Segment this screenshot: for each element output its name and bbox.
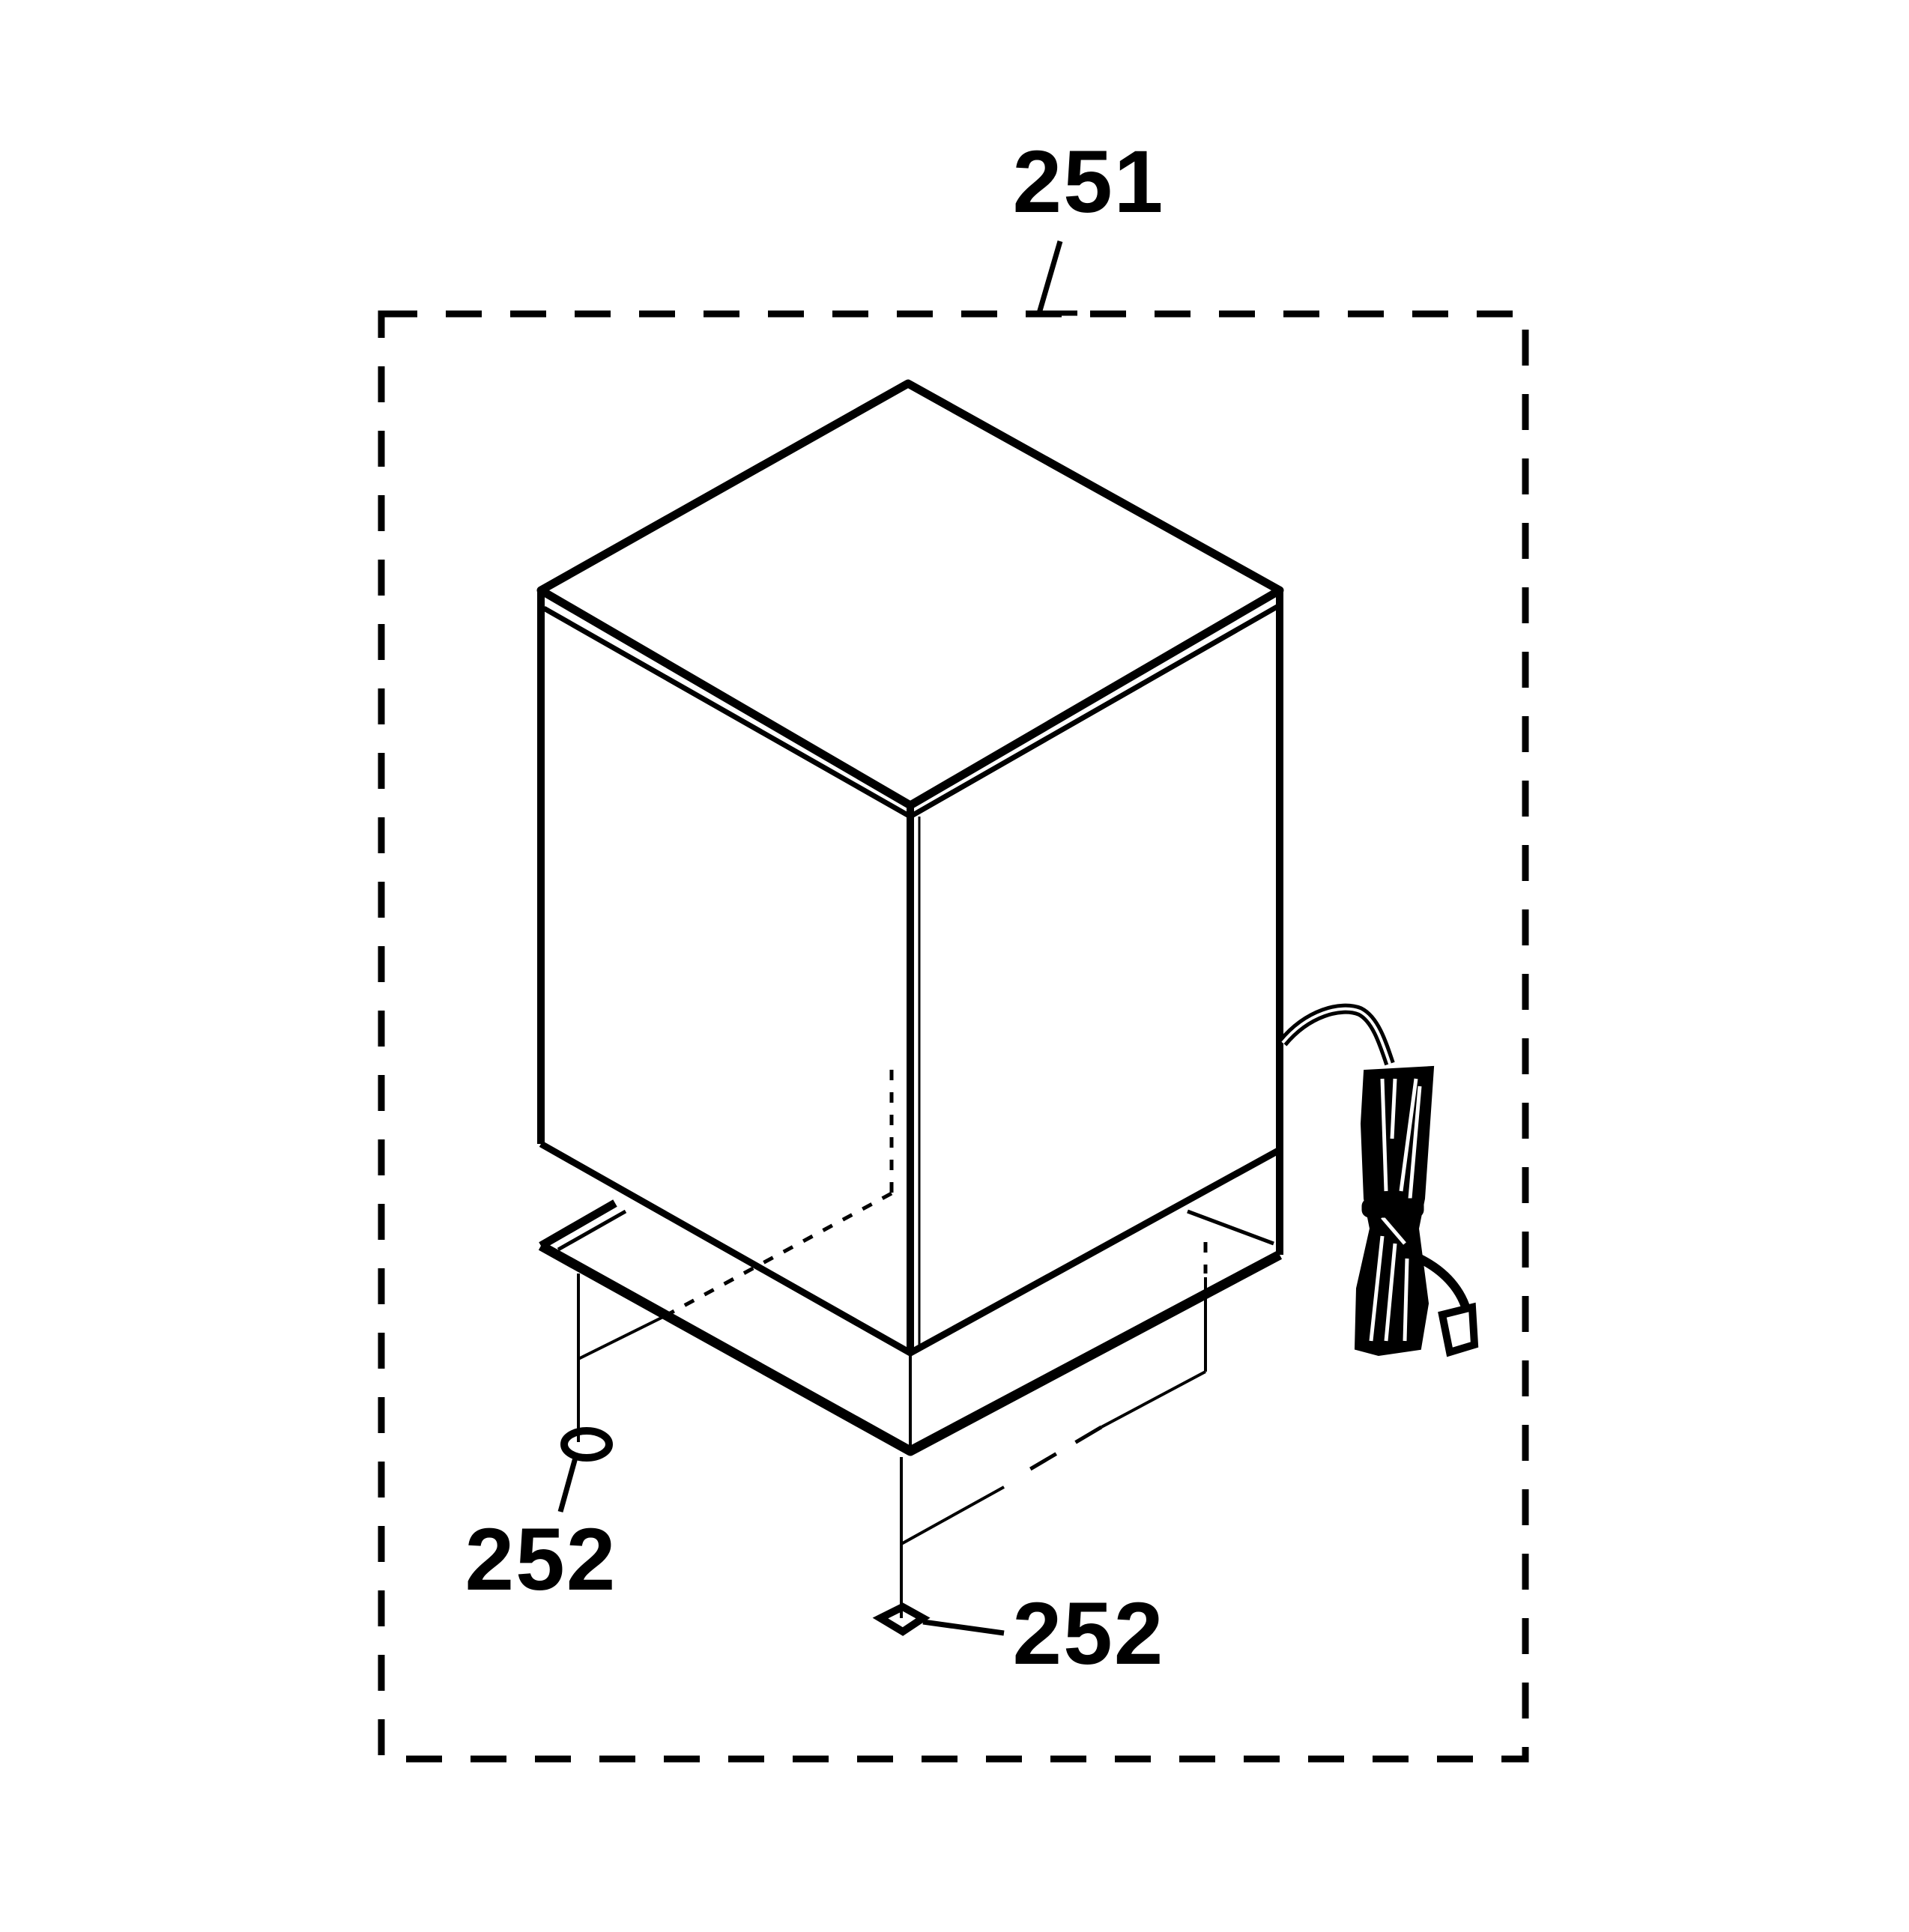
cube-top-face <box>536 379 1284 810</box>
leader-line-252-right <box>922 1619 1005 1636</box>
leg-right-underside <box>1101 1370 1206 1429</box>
hidden-lines <box>663 1070 1208 1478</box>
assembly-boundary-dashed <box>378 310 1529 1763</box>
cord-tie <box>1361 1198 1424 1218</box>
tray-left-inner <box>557 1209 627 1252</box>
leader-line-251 <box>1035 240 1077 316</box>
foot-left <box>557 1427 613 1512</box>
foot-left-pad <box>560 1427 613 1462</box>
foot-front-pad <box>872 1602 931 1636</box>
leg-left-underside <box>578 1315 665 1360</box>
cube-top-inner-edge <box>542 602 1281 820</box>
foot-front <box>872 1602 1005 1636</box>
label-251: 251 <box>1012 133 1165 231</box>
cord-lead <box>1278 1003 1395 1066</box>
label-252-left: 252 <box>465 1510 617 1609</box>
leg-front-underside <box>901 1486 1005 1545</box>
tray-base <box>538 1150 1283 1456</box>
pedestal-legs <box>577 1274 1207 1618</box>
tray-left-rim <box>539 1199 617 1250</box>
leader-line-252-left <box>557 1457 578 1512</box>
cube-body <box>536 379 1284 1357</box>
plug-icon <box>1438 1302 1479 1357</box>
label-252-right: 252 <box>1012 1584 1165 1683</box>
tray-right-inner <box>1187 1209 1274 1246</box>
power-cord <box>1278 1003 1479 1357</box>
